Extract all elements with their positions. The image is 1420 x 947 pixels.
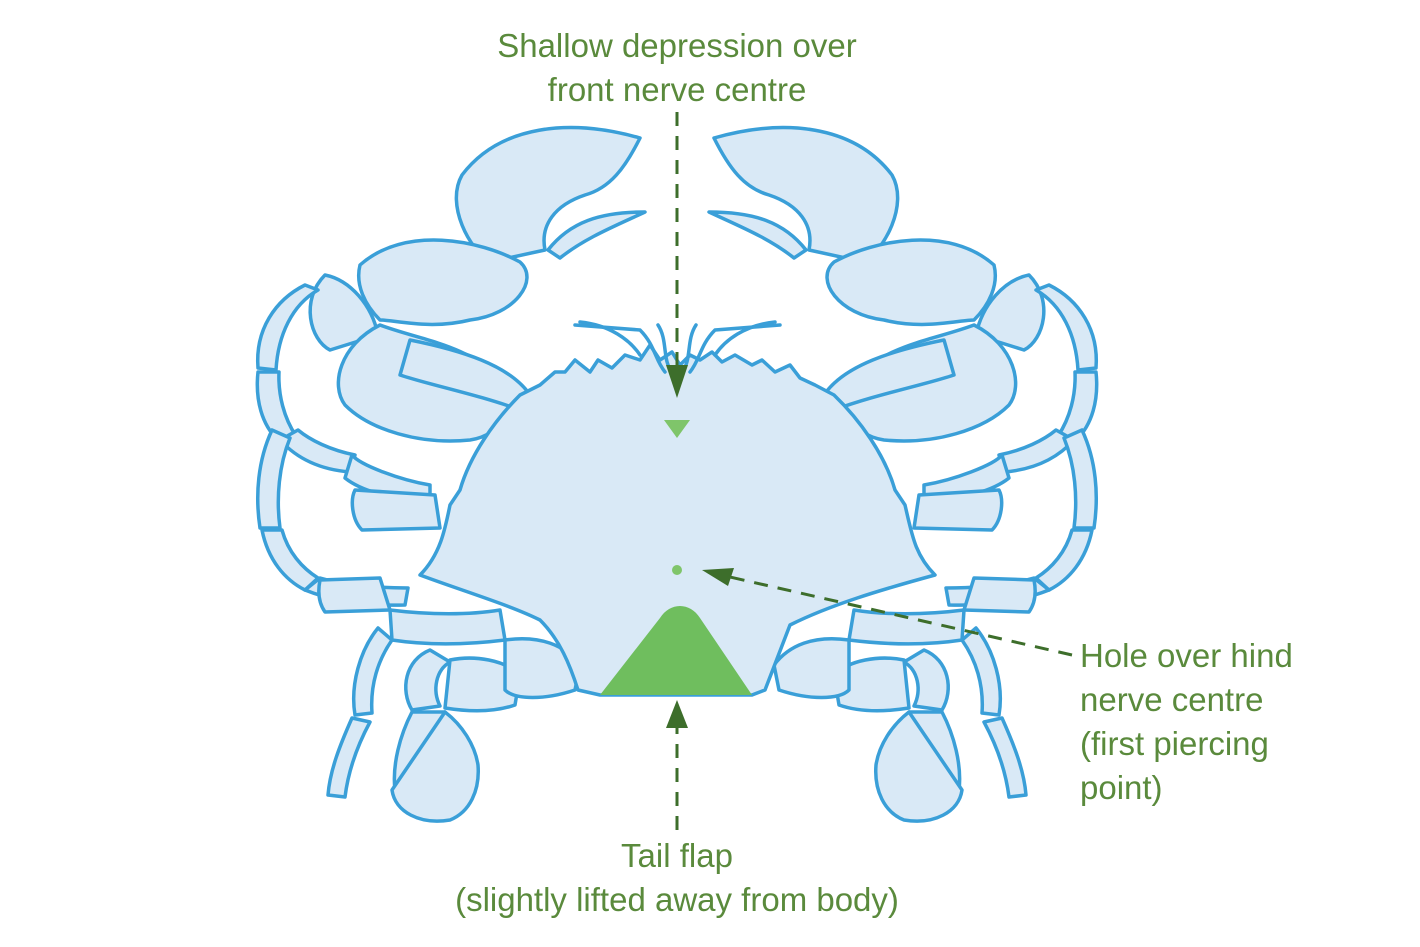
left-claw-carpus <box>357 238 529 327</box>
tail-flap-arrowhead <box>666 700 688 728</box>
hind-nerve-label-line-3: (first piercing <box>1080 725 1269 762</box>
tail-flap-label: Tail flap (slightly lifted away from bod… <box>360 834 994 922</box>
tail-flap-label-line-1: Tail flap <box>621 837 733 874</box>
hind-nerve-label-line-1: Hole over hind <box>1080 637 1293 674</box>
crab-carapace <box>418 343 937 697</box>
left-leg-1-segment-b <box>255 370 298 442</box>
left-leg-1-segment-c <box>278 428 357 474</box>
front-nerve-label-line-1: Shallow depression over <box>497 27 857 64</box>
left-leg-3-segment-b <box>326 716 372 799</box>
left-leg-2-segment-a <box>256 428 292 530</box>
left-leg-2-segment-d <box>350 488 442 532</box>
left-leg-2-segment-b <box>260 528 320 592</box>
left-leg-4-segment-d <box>443 656 522 713</box>
hind-nerve-label-line-2: nerve centre <box>1080 681 1264 718</box>
tail-flap <box>600 606 752 695</box>
front-nerve-label-line-2: front nerve centre <box>547 71 807 108</box>
left-leg-3-segment-a <box>351 626 394 717</box>
left-leg-3-segment-c <box>317 576 392 614</box>
crab-right-side <box>707 125 1099 823</box>
right-eye-stalk-inner <box>713 320 777 357</box>
left-claw-lower-finger <box>546 210 647 260</box>
hind-nerve-label: Hole over hind nerve centre (first pierc… <box>1080 634 1380 810</box>
front-nerve-arrowhead-dark <box>666 365 688 398</box>
left-leg-4-segment-c <box>390 710 480 823</box>
hind-nerve-label-line-4: point) <box>1080 769 1163 806</box>
right-eye-stalk <box>688 323 782 374</box>
hind-nerve-hole <box>672 565 682 575</box>
left-eye-stalk-inner <box>578 320 642 357</box>
front-nerve-label: Shallow depression over front nerve cent… <box>460 24 894 112</box>
hind-nerve-arrowhead <box>702 568 734 586</box>
front-nerve-arrowhead <box>664 420 690 438</box>
left-eye-stalk <box>573 323 667 374</box>
left-leg-4-segment-a <box>404 648 452 712</box>
left-claw-pincer <box>454 125 642 264</box>
tail-flap-label-line-2: (slightly lifted away from body) <box>455 881 899 918</box>
left-leg-3-segment-d <box>388 608 507 646</box>
left-leg-1-segment-a <box>255 283 320 372</box>
